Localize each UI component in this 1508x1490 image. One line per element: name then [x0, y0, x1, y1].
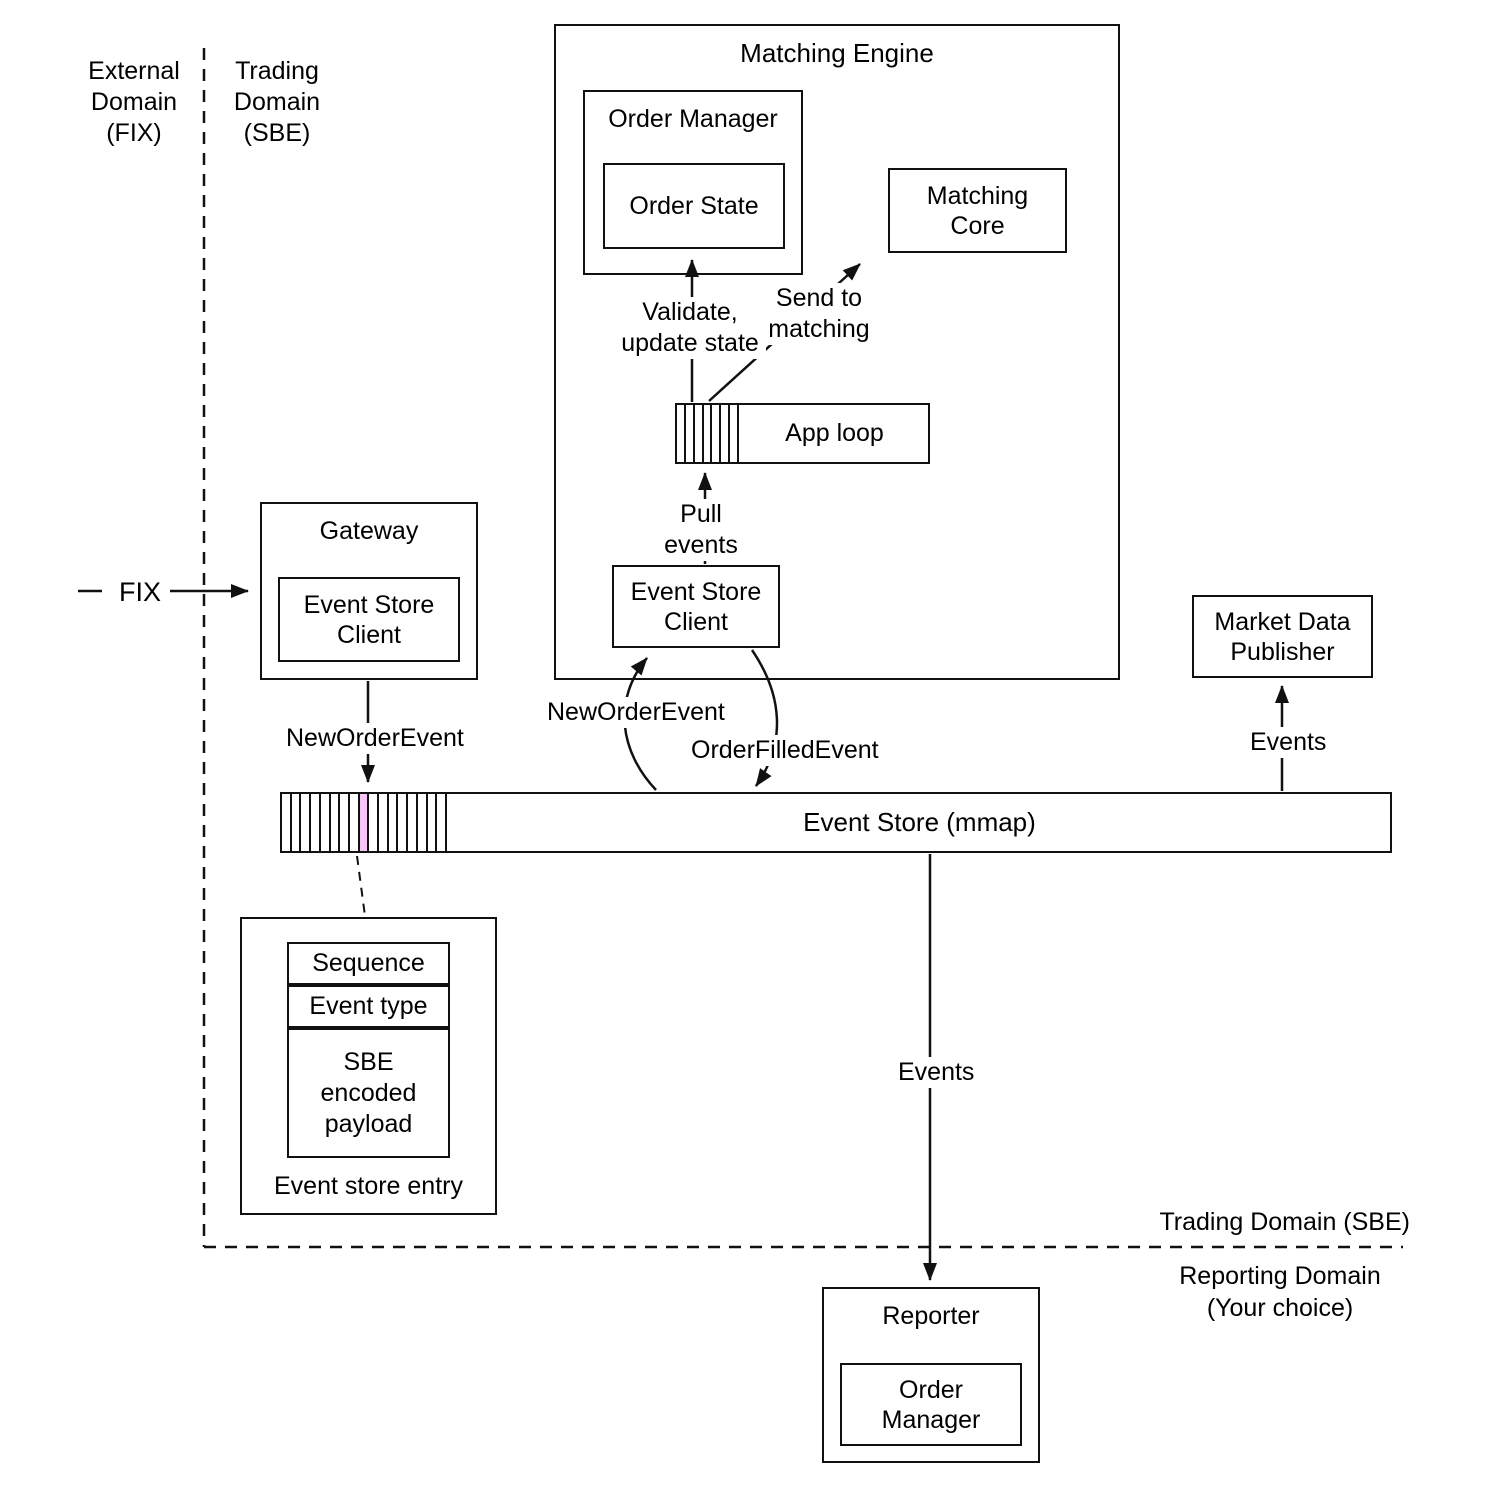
events-reporter-label: Events — [894, 1057, 974, 1088]
market-data-publisher-box: Market Data Publisher — [1192, 595, 1373, 678]
trading-domain-bottom-label: Trading Domain (SBE) — [1159, 1208, 1410, 1236]
reporting-domain-label: Reporting Domain (Your choice) — [1179, 1262, 1381, 1322]
queue-cell — [437, 792, 447, 853]
gateway-event-store-client-box: Event Store Client — [278, 577, 460, 662]
app-loop-box: App loop — [675, 403, 930, 464]
event-store-entry-box: Event store entry — [240, 917, 497, 1215]
queue-cell — [675, 403, 686, 464]
trading-domain-top-label: Trading Domain (SBE) — [233, 57, 321, 147]
reporter-order-manager-label: Order Manager — [881, 1375, 981, 1434]
market-data-publisher-label: Market Data Publisher — [1214, 607, 1351, 666]
reporter-title: Reporter — [882, 1302, 980, 1330]
gateway-title: Gateway — [319, 517, 419, 545]
entry-detail-connector — [356, 855, 366, 917]
entry-field-event-type: Event type — [287, 985, 450, 1028]
queue-cell — [340, 792, 350, 853]
queue-cell — [291, 792, 302, 853]
event-store-bar: Event Store (mmap) — [280, 792, 1392, 853]
queue-cell — [349, 792, 360, 853]
queue-cell — [417, 792, 428, 853]
queue-cell — [330, 792, 341, 853]
entry-field-sequence: Sequence — [287, 942, 450, 985]
queue-cell — [703, 403, 713, 464]
validate-update-state-label: Validate, update state — [614, 297, 766, 359]
queue-cell — [427, 792, 438, 853]
matching-engine-title: Matching Engine — [740, 38, 934, 68]
queue-cell — [388, 792, 399, 853]
queue-cell — [685, 403, 695, 464]
queue-cell — [311, 792, 321, 853]
queue-cell — [712, 403, 722, 464]
queue-cell — [369, 792, 380, 853]
queue-cell — [301, 792, 312, 853]
engine-event-store-client-label: Event Store Client — [630, 577, 762, 636]
matching-core-box: Matching Core — [888, 168, 1067, 253]
gateway-event-store-client-label: Event Store Client — [303, 590, 435, 649]
event-store-entry-caption: Event store entry — [274, 1172, 463, 1200]
orderfilledevent-curve — [750, 649, 779, 787]
matching-engine-box: Matching Engine — [554, 24, 1120, 680]
reporter-box: Reporter — [822, 1287, 1040, 1463]
external-domain-label: External Domain (FIX) — [88, 57, 180, 147]
queue-cell — [730, 403, 740, 464]
fix-edge-label: FIX — [118, 577, 161, 607]
queue-cell — [408, 792, 418, 853]
order-manager-title: Order Manager — [608, 105, 778, 133]
event-store-label: Event Store (mmap) — [803, 807, 1036, 837]
app-loop-queue-cells — [675, 403, 740, 464]
send-to-matching-label: Send to matching — [758, 283, 880, 345]
events-mdp-label: Events — [1246, 727, 1326, 758]
reporter-order-manager-box: Order Manager — [840, 1363, 1022, 1446]
app-loop-label: App loop — [785, 419, 884, 447]
queue-cell — [320, 792, 331, 853]
orderfilledevent-label: OrderFilledEvent — [687, 735, 879, 766]
pull-events-label: Pull events — [640, 499, 762, 561]
queue-cell — [280, 792, 292, 853]
entry-field-sbe-payload-label: SBE encoded payload — [320, 1047, 417, 1138]
queue-cell — [721, 403, 731, 464]
engine-neworderevent-label: NewOrderEvent — [543, 697, 725, 728]
order-state-box: Order State — [603, 163, 785, 249]
gateway-neworderevent-label: NewOrderEvent — [282, 723, 464, 754]
event-store-cells — [280, 792, 447, 853]
queue-cell — [359, 792, 370, 853]
engine-event-store-client-box: Event Store Client — [612, 565, 780, 648]
queue-cell — [379, 792, 389, 853]
matching-core-label: Matching Core — [926, 181, 1029, 240]
entry-field-sbe-payload: SBE encoded payload — [287, 1028, 450, 1158]
queue-cell — [398, 792, 409, 853]
queue-cell — [694, 403, 704, 464]
gateway-box: Gateway — [260, 502, 478, 680]
